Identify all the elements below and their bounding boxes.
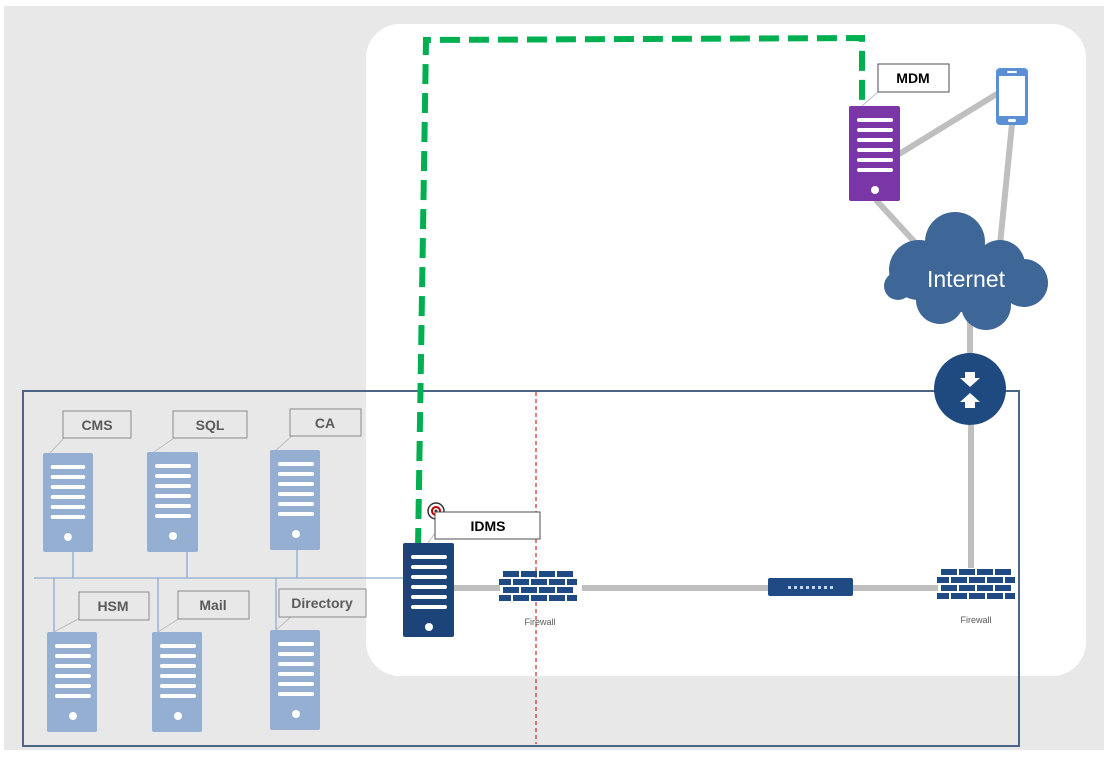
idms-server[interactable] <box>403 531 454 637</box>
ca-label-box <box>289 408 362 437</box>
mdm-server[interactable] <box>849 91 900 201</box>
ca-server[interactable] <box>270 435 320 550</box>
sql-label: SQL <box>196 417 225 433</box>
internal-lan <box>34 550 404 632</box>
hsm-label-box <box>78 591 150 621</box>
firewall-1-label: Firewall <box>524 617 555 627</box>
idms-label: IDMS <box>471 518 506 534</box>
mail-label: Mail <box>199 597 226 613</box>
dmz-zone <box>366 24 1086 676</box>
cms-label: CMS <box>81 417 112 433</box>
mail-label-box <box>177 590 250 620</box>
cms-label-box <box>62 410 132 439</box>
ca-label: CA <box>315 415 335 431</box>
mobile-phone-icon[interactable] <box>996 68 1028 125</box>
directory-label: Directory <box>291 595 353 611</box>
sql-server[interactable] <box>147 437 198 552</box>
router-icon[interactable] <box>934 353 1006 425</box>
secure-channel-path <box>415 34 865 549</box>
mail-server[interactable] <box>152 617 202 732</box>
sql-label-box <box>172 410 248 439</box>
idms-label-box <box>434 511 541 540</box>
internal-network-zone <box>22 390 1020 747</box>
hsm-server[interactable] <box>47 617 97 732</box>
mdm-label-box <box>877 63 950 93</box>
internet-cloud-icon[interactable] <box>884 212 1048 330</box>
network-links <box>454 89 1015 591</box>
directory-server[interactable] <box>270 615 320 730</box>
internet-label: Internet <box>927 266 1006 292</box>
mdm-label: MDM <box>896 70 929 86</box>
hsm-label: HSM <box>97 598 128 614</box>
cms-server[interactable] <box>43 437 93 552</box>
firewall-2-label: Firewall <box>960 615 991 625</box>
network-switch-icon[interactable] <box>768 578 853 596</box>
directory-label-box <box>278 588 367 618</box>
